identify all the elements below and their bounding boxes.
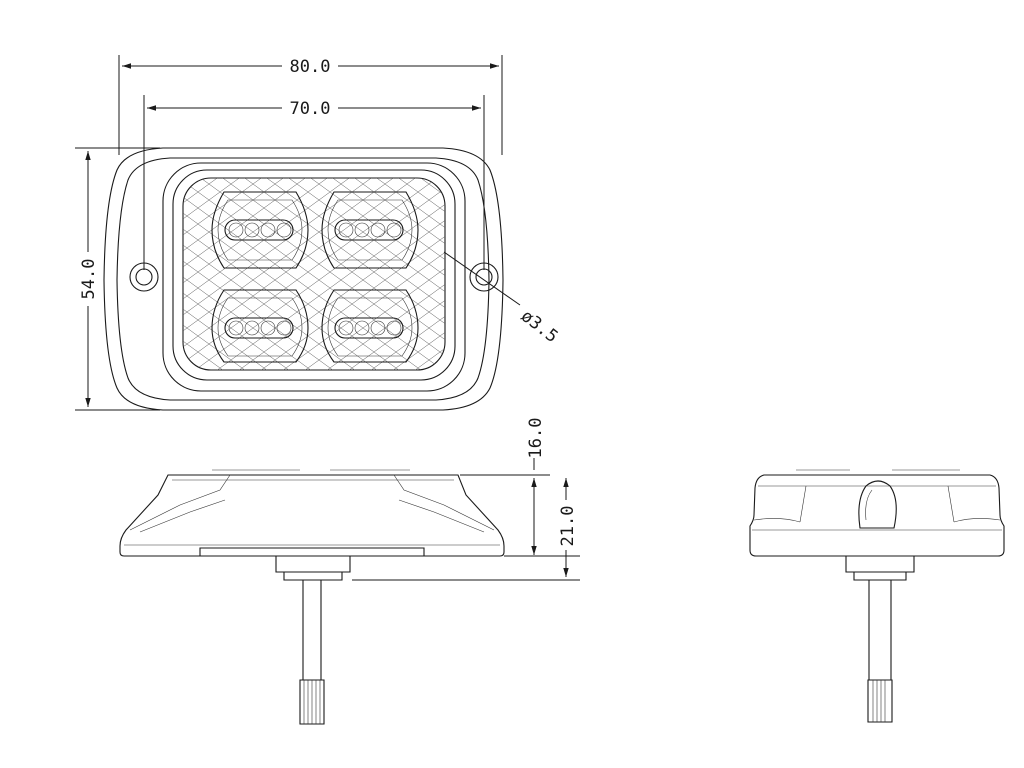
dim-hole-spacing: 70.0 [143, 95, 485, 270]
dim-height: 54.0 [75, 147, 160, 411]
led-module-top-left [211, 191, 309, 269]
dim-label-hole: ø3.5 [517, 306, 562, 347]
dim-label-80: 80.0 [290, 57, 331, 77]
front-view [103, 147, 504, 411]
led-module-bottom-right [321, 289, 419, 363]
dim-total-depth: 21.0 [352, 478, 580, 581]
end-view [749, 469, 1005, 723]
dim-label-21: 21.0 [558, 506, 578, 547]
dim-label-70: 70.0 [290, 99, 331, 119]
dim-lens-height: 16.0 [460, 418, 550, 555]
dim-label-54: 54.0 [79, 259, 99, 300]
led-module-top-right [321, 191, 419, 269]
dim-overall-width: 80.0 [118, 55, 503, 155]
dim-label-16: 16.0 [526, 418, 546, 459]
side-view [119, 469, 505, 725]
led-module-bottom-left [211, 289, 309, 363]
